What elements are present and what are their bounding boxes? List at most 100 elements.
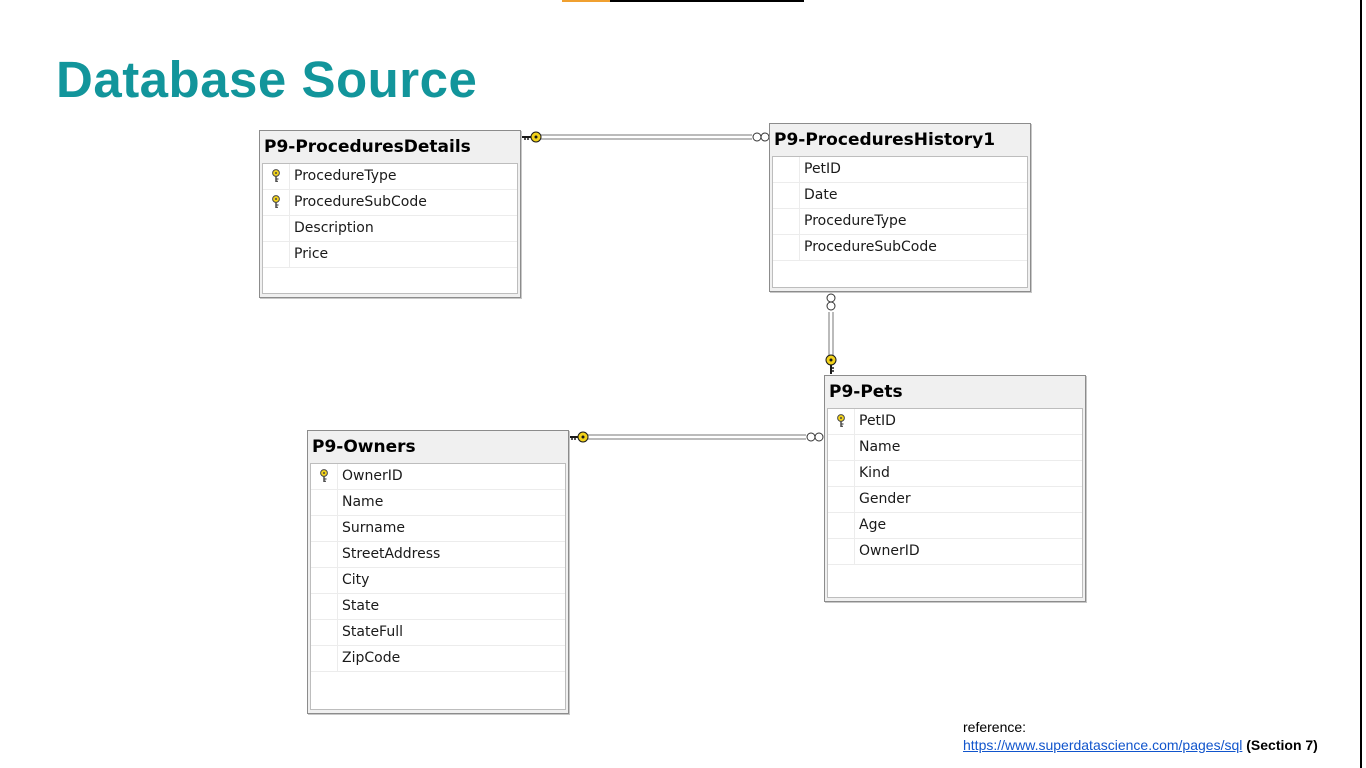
key-cell — [263, 242, 290, 267]
key-cell — [311, 594, 338, 619]
column-name: Surname — [342, 520, 405, 536]
key-cell — [828, 539, 855, 564]
column-name: Price — [294, 246, 329, 262]
column-row[interactable]: ProcedureType — [263, 164, 517, 190]
column-row[interactable]: Age — [828, 513, 1082, 539]
column-row[interactable]: ProcedureType — [773, 209, 1027, 235]
primary-key-icon — [837, 414, 845, 427]
table-body: PetID Date ProcedureType ProcedureSubCod… — [772, 156, 1028, 288]
key-cell — [311, 620, 338, 645]
table-body: OwnerID Name Surname StreetAddress City … — [310, 463, 566, 710]
table-owners[interactable]: P9-Owners OwnerID Name Surname — [307, 430, 569, 714]
relationship-owners-pets — [569, 431, 824, 443]
primary-key-end-icon — [825, 354, 837, 374]
primary-key-icon — [272, 195, 280, 208]
column-row[interactable]: StreetAddress — [311, 542, 565, 568]
many-end-icon — [806, 432, 824, 442]
right-edge-rule — [1360, 0, 1362, 768]
table-title: P9-Pets — [829, 382, 903, 400]
key-cell — [773, 235, 800, 260]
table-title: P9-Owners — [312, 437, 416, 455]
reference-label: reference: — [963, 719, 1027, 735]
key-cell — [311, 516, 338, 541]
column-row[interactable]: PetID — [828, 409, 1082, 435]
column-name: State — [342, 598, 380, 614]
column-name: ZipCode — [342, 650, 401, 666]
key-cell — [311, 490, 338, 515]
column-name: ProcedureSubCode — [294, 194, 427, 210]
column-name: OwnerID — [342, 468, 403, 484]
column-name: Date — [804, 187, 838, 203]
table-title: P9-ProceduresDetails — [264, 137, 471, 155]
key-cell — [263, 216, 290, 241]
relationship-details-history — [522, 131, 770, 143]
table-procedures-details[interactable]: P9-ProceduresDetails ProcedureType — [259, 130, 521, 298]
key-cell — [828, 487, 855, 512]
primary-key-icon — [272, 169, 280, 182]
column-row[interactable]: Name — [311, 490, 565, 516]
key-cell — [311, 568, 338, 593]
column-row[interactable]: State — [311, 594, 565, 620]
key-cell — [263, 164, 290, 189]
primary-key-end-icon — [569, 431, 589, 443]
column-name: OwnerID — [859, 543, 920, 559]
column-row[interactable]: Gender — [828, 487, 1082, 513]
column-name: PetID — [859, 413, 896, 429]
column-name: ProcedureType — [294, 168, 397, 184]
key-cell — [773, 157, 800, 182]
key-cell — [773, 183, 800, 208]
key-cell — [311, 464, 338, 489]
column-row[interactable]: ZipCode — [311, 646, 565, 672]
column-name: StateFull — [342, 624, 403, 640]
column-row[interactable]: Surname — [311, 516, 565, 542]
column-name: Gender — [859, 491, 911, 507]
column-name: PetID — [804, 161, 841, 177]
reference-section: (Section 7) — [1246, 737, 1318, 753]
accent-bar-orange — [562, 0, 610, 2]
column-row[interactable]: Kind — [828, 461, 1082, 487]
key-cell — [828, 409, 855, 434]
key-cell — [828, 513, 855, 538]
page-title: Database Source — [56, 51, 478, 108]
column-name: ProcedureSubCode — [804, 239, 937, 255]
column-name: City — [342, 572, 370, 588]
column-name: Name — [342, 494, 384, 510]
column-row[interactable]: Name — [828, 435, 1082, 461]
column-name: StreetAddress — [342, 546, 441, 562]
table-procedures-history[interactable]: P9-ProceduresHistory1 PetID Date Procedu… — [769, 123, 1031, 292]
column-row[interactable]: OwnerID — [828, 539, 1082, 565]
key-cell — [263, 190, 290, 215]
accent-bar-black — [610, 0, 804, 2]
column-row[interactable]: PetID — [773, 157, 1027, 183]
key-cell — [828, 461, 855, 486]
column-row[interactable]: Description — [263, 216, 517, 242]
column-row[interactable]: StateFull — [311, 620, 565, 646]
key-cell — [311, 646, 338, 671]
table-pets[interactable]: P9-Pets PetID Name Kind Gender — [824, 375, 1086, 602]
table-body: ProcedureType ProcedureSubCode Descripti… — [262, 163, 518, 294]
many-end-icon — [826, 293, 836, 311]
primary-key-end-icon — [522, 131, 542, 143]
column-row[interactable]: Price — [263, 242, 517, 268]
column-name: Name — [859, 439, 901, 455]
reference-line: https://www.superdatascience.com/pages/s… — [963, 736, 1318, 754]
many-end-icon — [752, 132, 770, 142]
column-name: Kind — [859, 465, 890, 481]
key-cell — [311, 542, 338, 567]
column-row[interactable]: ProcedureSubCode — [773, 235, 1027, 261]
reference-link[interactable]: https://www.superdatascience.com/pages/s… — [963, 737, 1243, 753]
key-cell — [773, 209, 800, 234]
column-row[interactable]: OwnerID — [311, 464, 565, 490]
table-body: PetID Name Kind Gender Age OwnerID — [827, 408, 1083, 598]
column-row[interactable]: Date — [773, 183, 1027, 209]
column-name: ProcedureType — [804, 213, 907, 229]
column-row[interactable]: ProcedureSubCode — [263, 190, 517, 216]
key-cell — [828, 435, 855, 460]
table-title: P9-ProceduresHistory1 — [774, 130, 996, 148]
column-row[interactable]: City — [311, 568, 565, 594]
relationship-pets-history — [825, 293, 837, 374]
primary-key-icon — [320, 469, 328, 482]
column-name: Description — [294, 220, 374, 236]
reference-note: reference: https://www.superdatascience.… — [963, 718, 1318, 754]
